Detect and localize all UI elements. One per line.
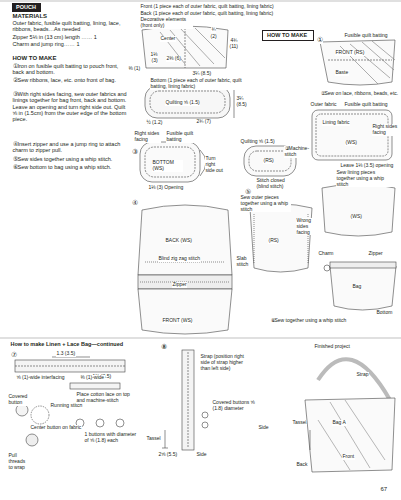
label-text: ②Sew on lace, ribbons, beads, etc. <box>320 91 399 97</box>
label-text: Center <box>160 36 176 42</box>
label-text: Right sides facing <box>134 131 161 143</box>
label-text: Sew outer pieces together using a whip s… <box>240 195 291 212</box>
label-text: HOW TO MAKE <box>12 55 57 62</box>
label-text: Lining fabric <box>322 120 350 126</box>
label-text: Wrong sides facing <box>296 218 319 235</box>
label-text: ③With right sides facing, sew outer fabr… <box>12 91 131 123</box>
label-text: 2¾ (7) <box>196 119 213 125</box>
node-text: HOW TO MAKE <box>267 32 309 39</box>
label-text: 1⅛ <box>150 52 158 58</box>
label-text: Decorative elements (front only) <box>140 17 193 29</box>
label-text: Charm <box>318 251 334 257</box>
label-text: BACK (WS) <box>165 238 192 244</box>
label-text: Fusible quilt batting <box>344 33 388 39</box>
label-text: Right sides facing <box>372 124 400 136</box>
label-text: Baste <box>335 70 349 76</box>
label-text: 1⅛ (3) Opening <box>148 185 184 191</box>
label-text: Bottom <box>376 310 393 316</box>
label-text: (RS) <box>268 238 279 244</box>
label-text: Strap <box>356 372 369 378</box>
label-text: Running stitch <box>50 403 83 409</box>
label-text: Finished project <box>314 344 350 350</box>
label-text: ⑧ <box>160 343 167 351</box>
label-text: ⑦ <box>10 351 17 359</box>
label-text: Blind zig zag stitch <box>158 256 200 262</box>
label-text: Outer fabric <box>310 102 337 108</box>
label-text: ⅜ (1) <box>128 66 141 72</box>
label-text: ⅝ (1)-wide interfacing <box>16 375 65 381</box>
label-text: Back <box>296 462 308 468</box>
label-text: BOTTOM (WS) <box>152 160 183 172</box>
label-text: Bag A <box>332 420 347 426</box>
label-text: Strap (position right side of strap high… <box>200 354 249 371</box>
label-text: Zipper 5⅛ in (13 cm) length …… 1 <box>12 34 131 40</box>
label-text: ¾ <box>211 27 216 33</box>
label-text: ④Insert zipper and use a jump ring to at… <box>12 141 131 154</box>
label-text: Quilting ⅝ (1.5) <box>240 139 275 145</box>
label-text: Tassel <box>146 436 161 442</box>
label-text: Side <box>258 425 269 431</box>
label-text: Pull threads to wrap <box>8 453 31 470</box>
label-text: Bottom (1 piece each of outer fabric, qu… <box>150 78 246 90</box>
label-text: Covered buttons ⅝ (1.8) diameter <box>212 400 257 412</box>
label-text: Covered button <box>8 394 31 406</box>
label-text: Outer fabric, fusible quilt batting, lin… <box>12 20 131 33</box>
section-box: HOW TO MAKE <box>262 30 314 41</box>
label-text: Front (1 piece each of outer fabric, qui… <box>140 4 274 10</box>
label-text: Front <box>342 454 355 460</box>
label-text: 2⅜ (6) <box>166 56 181 62</box>
label-text: Zipper <box>172 282 187 288</box>
label-text: ③ <box>131 148 138 156</box>
label-text: Zipper <box>368 251 383 257</box>
label-text: Charm and jump ring…… 1 <box>12 41 131 47</box>
label-text: ⑥Sew bottom to bag using a whip stitch. <box>12 164 131 170</box>
label-text: Side <box>196 452 207 458</box>
label-text: Leave 1⅛ (3.5) opening <box>340 163 394 169</box>
label-text: Quilting ⅝ (1.5) <box>165 100 200 106</box>
label-text: ⑥Sew together using a whip stitch <box>270 318 347 324</box>
section-tag: POUCH <box>12 3 41 12</box>
label-text: ②Sew ribbons, lace, etc. onto front of b… <box>12 77 131 83</box>
label-text: Sew lining pieces together using a whip … <box>336 170 395 187</box>
label-text: 2⅝ (5.5) <box>158 452 178 458</box>
label-text: Turn right side out <box>205 156 224 173</box>
node-text: POUCH <box>16 4 37 11</box>
label-text: Tassel <box>292 420 307 426</box>
label-text: (3) <box>151 58 158 64</box>
label-text: 1.3 (3.5) <box>56 351 76 357</box>
label-text: Back (1 piece each of outer fabric, quil… <box>140 11 274 17</box>
label-text: Stitch closed (blind stitch) <box>256 178 289 190</box>
label-text: (WS) <box>350 214 362 220</box>
label-text: 3¼ (8.5) <box>236 96 255 108</box>
label-text: FRONT (WS) <box>162 318 193 324</box>
label-text: 4¾ <box>230 38 238 44</box>
label-text: MATERIALS <box>12 13 48 20</box>
label-text: ½ (1.2) <box>146 120 163 126</box>
label-text: 3¼ (8.5) <box>192 71 212 77</box>
label-text: (WS) <box>345 140 357 146</box>
label-text: (RS) <box>263 158 274 164</box>
label-text: How to make Linen + Lace Bag—continued <box>10 341 124 347</box>
label-text: ⅜ (1)-wide <box>80 375 105 381</box>
label-text: ⑤Sew sides together using a whip stitch. <box>12 156 131 162</box>
label-text: 67 <box>380 486 388 493</box>
label-text: FRONT (RS) <box>335 50 365 56</box>
label-text: ③Machine-stitch <box>284 146 311 158</box>
label-text: 1 buttons with diameter of ⅝ (1.8) each <box>84 432 141 444</box>
label-text: Bag <box>352 284 362 290</box>
label-text: Center button on fabric <box>30 425 82 431</box>
label-text: Place cotton lace on top and machine-sti… <box>76 392 133 404</box>
label-text: ① <box>316 36 323 44</box>
label-text: Fusible quilt batting <box>166 131 199 143</box>
label-text: ④ <box>131 199 138 207</box>
label-text: (2) <box>210 34 217 40</box>
label-text: Fusible quilt batting <box>344 102 388 108</box>
label-text: ①Iron on fusible quilt batting to pouch … <box>12 63 131 76</box>
label-text: (11) <box>229 44 239 50</box>
label-text: Slab stitch <box>236 256 252 268</box>
